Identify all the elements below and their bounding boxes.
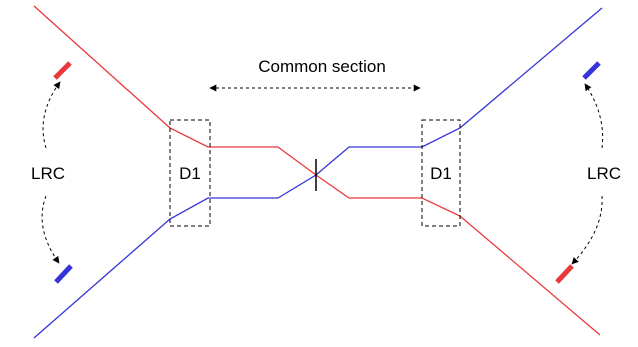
- lrc-right-arrow-up: [584, 83, 604, 149]
- lrc-right-label: LRC: [587, 164, 621, 183]
- d1-box-right: [421, 119, 461, 227]
- d1-right-label: D1: [430, 164, 452, 183]
- lrc-left-bottom-collimator: [54, 264, 73, 284]
- red-beam-line: [33, 5, 601, 336]
- lrc-left-top-collimator: [53, 61, 72, 80]
- common-section-label: Common section: [258, 57, 386, 76]
- lrc-left-label: LRC: [31, 164, 65, 183]
- lrc-left-arrow-down: [41, 195, 60, 264]
- d1-box-left: [169, 119, 211, 227]
- lrc-right-bottom-collimator: [555, 264, 574, 284]
- lrc-right-top-collimator: [582, 61, 601, 80]
- d1-left-label: D1: [179, 164, 201, 183]
- lrc-right-arrow-down: [571, 195, 603, 265]
- lrc-left-arrow-up: [42, 81, 61, 149]
